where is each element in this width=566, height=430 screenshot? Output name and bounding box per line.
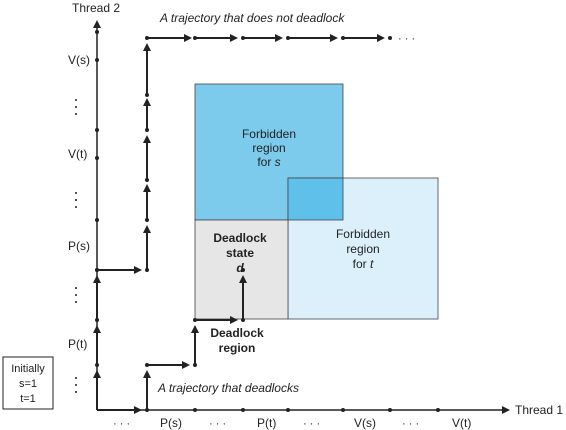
- deadlock-state-label: Deadlock state d: [213, 231, 267, 275]
- initial-line1: Initially: [11, 363, 45, 375]
- initial-line2: s=1: [19, 378, 37, 390]
- x-tick-ps: P(s): [160, 416, 182, 430]
- x-tick-pt: P(t): [257, 416, 276, 430]
- trajectory-no-deadlock: [93, 34, 385, 410]
- x-tick-vt: V(t): [452, 416, 471, 430]
- forbidden-t-line2: region: [346, 242, 379, 256]
- deadlock-state-line1: Deadlock: [213, 231, 267, 245]
- y-tick-vs: V(s): [68, 53, 90, 67]
- overlap-region: [287, 177, 344, 221]
- forbidden-s-line1: Forbidden: [242, 127, 296, 141]
- deadlock-caption: A trajectory that deadlocks: [157, 381, 299, 395]
- y-tick-ps: P(s): [68, 239, 90, 253]
- y-tick-vt: V(t): [68, 147, 87, 161]
- thread2-label: Thread 2: [72, 1, 120, 15]
- y-ellipsis-group: [75, 99, 77, 393]
- x-tick-vs: V(s): [354, 416, 376, 430]
- deadlock-region-line2: region: [219, 341, 256, 355]
- x-ellipsis-4: · · ·: [402, 418, 419, 430]
- forbidden-t-line1: Forbidden: [336, 227, 390, 241]
- y-tick-pt: P(t): [68, 337, 87, 351]
- trajectory-deadlock: [97, 275, 247, 414]
- forbidden-t-label: Forbidden region for t: [336, 227, 390, 271]
- x-ellipsis-1: · · ·: [113, 418, 130, 430]
- x-ellipsis-2: · · ·: [209, 418, 226, 430]
- deadlock-region-label: Deadlock region: [210, 326, 264, 355]
- forbidden-s-line2: region: [252, 141, 285, 155]
- forbidden-s-line3: for s: [257, 155, 280, 169]
- trajectory-ellipsis: · · ·: [398, 33, 415, 45]
- deadlock-state-var: d: [236, 261, 244, 275]
- no-deadlock-caption: A trajectory that does not deadlock: [159, 11, 345, 25]
- deadlock-state-line2: state: [226, 246, 254, 260]
- trajectory-deadlock-points: [145, 268, 245, 367]
- forbidden-s-label: Forbidden region for s: [242, 127, 296, 169]
- thread1-label: Thread 1: [515, 403, 563, 417]
- initial-line3: t=1: [20, 393, 36, 405]
- y-tick-vs-text: V(s): [68, 53, 90, 67]
- x-ellipsis-3: · · ·: [303, 418, 320, 430]
- initial-box: [2, 356, 54, 410]
- deadlock-region-line1: Deadlock: [210, 326, 264, 340]
- forbidden-t-line3: for t: [353, 257, 374, 271]
- trajectory-no-deadlock-points: [95, 36, 392, 272]
